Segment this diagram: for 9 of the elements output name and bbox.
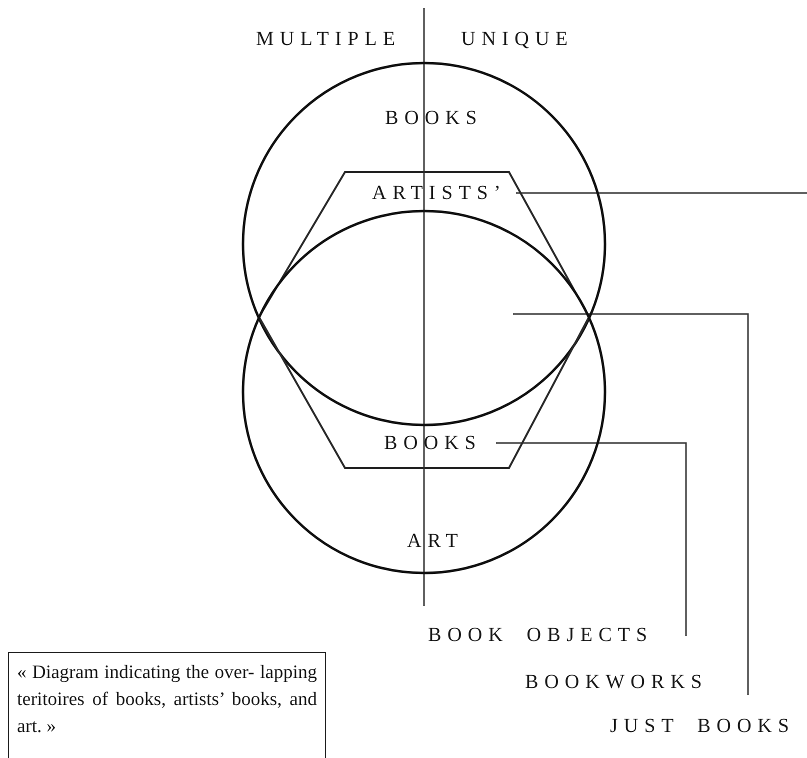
region-label: BOOK OBJECTS [428,623,654,647]
leader-line [512,313,749,695]
region-label: BOOKWORKS [525,670,708,694]
column-heading: MULTIPLE [256,27,402,51]
leader-line [495,442,687,636]
category-label: JUST BOOKS [610,714,795,738]
column-heading: UNIQUE [461,27,574,51]
leader-line [516,192,807,194]
caption-text: « Diagram indicating the over- lapping teritoires of books, artists’ books, and art. » [17,661,317,739]
